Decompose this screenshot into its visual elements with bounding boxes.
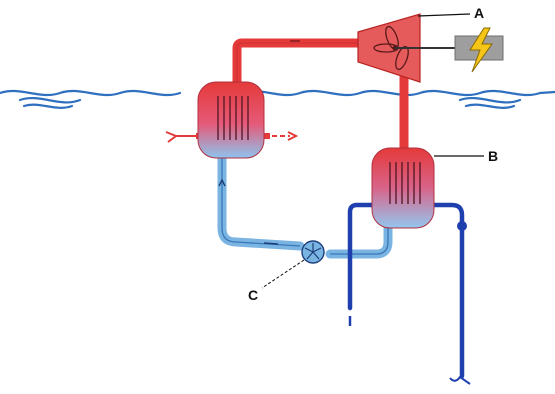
generator	[454, 27, 504, 73]
wave-line	[238, 89, 555, 97]
heat-exchanger-upper	[197, 81, 265, 159]
wave-line	[18, 97, 82, 104]
warm-water-outlet-arrow-icon	[287, 131, 299, 141]
leader-line-c	[261, 259, 305, 289]
deep-water-outlet	[429, 202, 465, 379]
pump	[301, 240, 325, 264]
lightning-icon	[469, 27, 493, 73]
deep-water-pipes	[347, 202, 465, 379]
pipe-evaporator-to-turbine	[232, 38, 365, 87]
label-c: C	[248, 287, 258, 303]
wave-line	[458, 97, 522, 104]
outlet-arrow-icon	[449, 375, 471, 385]
wave-line	[464, 103, 516, 109]
label-a: A	[474, 5, 484, 21]
heat-exchanger-lower	[371, 147, 435, 229]
impeller-icon	[304, 243, 322, 260]
warm-water-inlet-arrow-icon	[165, 131, 179, 143]
deep-water-inlet	[347, 202, 377, 311]
wave-line	[22, 103, 74, 109]
valve-icon	[457, 221, 467, 231]
leader-line-a	[417, 13, 471, 17]
label-b: B	[488, 148, 498, 164]
sea-surface	[0, 89, 555, 109]
pipe-evaporator-to-pump	[217, 153, 305, 251]
wave-line	[0, 89, 182, 97]
